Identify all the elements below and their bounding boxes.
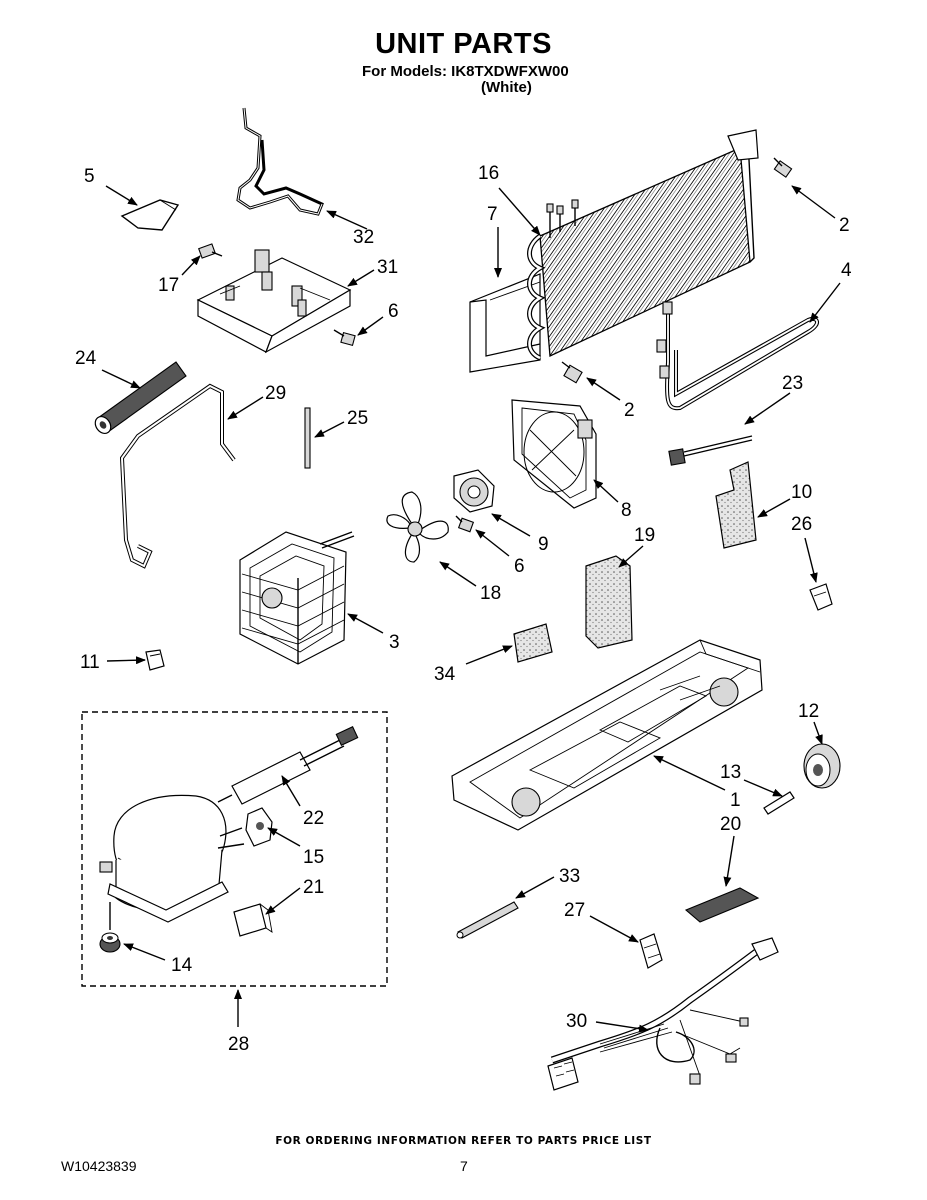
- document-number: W10423839: [61, 1158, 137, 1174]
- part-25-rod: [304, 407, 311, 469]
- callout-27: 27: [564, 900, 585, 921]
- part-23-thermistor: [668, 435, 753, 466]
- callout-10: 10: [791, 482, 812, 503]
- callout-13: 13: [720, 762, 741, 783]
- callout-33: 33: [559, 866, 580, 887]
- part-19-foam-block: [585, 555, 633, 649]
- part-29-tube: [119, 383, 236, 569]
- part-30-wire-harness: [547, 937, 779, 1091]
- callout-31: 31: [377, 257, 398, 278]
- part-6-screw-lower: [455, 515, 475, 533]
- part-31-control-box: [196, 249, 352, 354]
- callout-labels: 5 32 16 7 2 17 31 6 4 24 29 25 2 23 10 9…: [75, 163, 852, 1055]
- callout-29: 29: [265, 383, 286, 404]
- part-11-clip: [145, 649, 165, 671]
- models-line: For Models: IK8TXDWFXW00: [362, 63, 569, 80]
- page-number: 7: [460, 1158, 468, 1174]
- callout-12: 12: [798, 701, 819, 722]
- ordering-note: FOR ORDERING INFORMATION REFER TO PARTS …: [275, 1135, 652, 1147]
- part-32-capillary-tube: [236, 107, 324, 216]
- part-27-bracket: [639, 933, 663, 969]
- part-12-roller: [803, 743, 841, 789]
- part-14-grommet: [99, 932, 121, 953]
- callout-16: 16: [478, 163, 499, 184]
- callout-26: 26: [791, 514, 812, 535]
- part-24-insulation-tube: [94, 361, 187, 434]
- callout-11: 11: [80, 652, 100, 673]
- part-1-base-pan: [451, 639, 763, 831]
- callout-4: 4: [841, 260, 852, 281]
- callout-8: 8: [621, 500, 632, 521]
- part-8-fan-shroud: [511, 399, 597, 509]
- callout-1: 1: [730, 790, 741, 811]
- callout-21: 21: [303, 877, 324, 898]
- part-3-condenser: [239, 531, 355, 665]
- part-5-clip: [120, 199, 180, 231]
- callout-5: 5: [84, 166, 95, 187]
- page-title: UNIT PARTS: [375, 28, 552, 60]
- callout-28: 28: [228, 1034, 249, 1055]
- callout-15: 15: [303, 847, 324, 868]
- compressor: [99, 794, 245, 930]
- callout-9: 9: [538, 534, 549, 555]
- part-28-compressor-kit-box: [81, 711, 388, 987]
- callout-6-upper: 6: [388, 301, 399, 322]
- leader-lines: [101, 185, 841, 1033]
- callout-20: 20: [720, 814, 741, 835]
- part-7-evaporator-assembly: [469, 129, 759, 373]
- part-2-screw-lower: [561, 361, 583, 384]
- part-9-fan-motor: [453, 469, 495, 513]
- callout-32: 32: [353, 227, 374, 248]
- part-33-drain-tube: [456, 901, 519, 939]
- callout-18: 18: [480, 583, 501, 604]
- part-18-fan-blade: [386, 491, 449, 563]
- callout-30: 30: [566, 1011, 587, 1032]
- callout-2-upper: 2: [839, 215, 850, 236]
- part-15-relay: [245, 807, 273, 847]
- part-13-axle-pin: [763, 791, 795, 815]
- callout-34: 34: [434, 664, 456, 685]
- part-34-pad: [513, 623, 553, 663]
- callout-14: 14: [171, 955, 193, 976]
- callout-22: 22: [303, 808, 324, 829]
- callout-6-lower: 6: [514, 556, 525, 577]
- part-21-overload: [233, 903, 273, 937]
- callout-25: 25: [347, 408, 368, 429]
- part-20-label: [684, 887, 760, 923]
- callout-23: 23: [782, 373, 803, 394]
- callout-24: 24: [75, 348, 97, 369]
- callout-7: 7: [487, 204, 498, 225]
- callout-3: 3: [389, 632, 400, 653]
- part-22-filter-drier: [217, 726, 359, 805]
- callout-19: 19: [634, 525, 655, 546]
- part-26-clip: [809, 583, 833, 611]
- callout-2-lower: 2: [624, 400, 635, 421]
- part-2-screw-upper: [773, 157, 793, 178]
- model-variant: (White): [481, 79, 532, 96]
- part-17-screw: [198, 243, 223, 259]
- part-6-screw-upper: [333, 329, 356, 347]
- callout-17: 17: [158, 275, 179, 296]
- part-10-foam-block: [715, 461, 757, 549]
